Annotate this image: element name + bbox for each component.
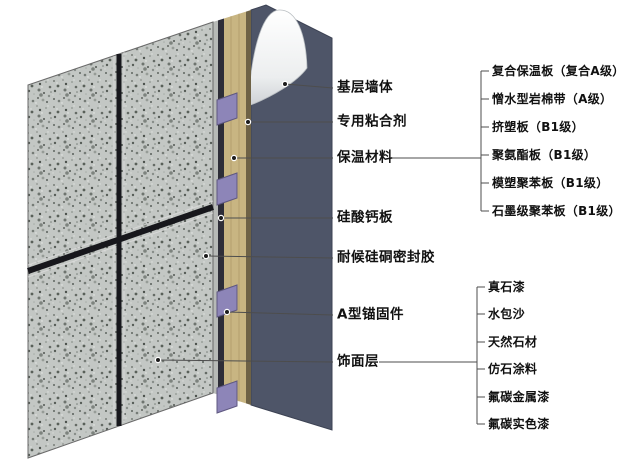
callout-dot-board <box>217 214 225 222</box>
callout-line-sealant <box>205 255 334 259</box>
callout-dot-anchor <box>223 308 231 316</box>
finish-option-5: 氟碳金属漆 <box>488 390 550 404</box>
insulation-option-2: 憎水型岩棉带（A级） <box>492 92 613 106</box>
finish-option-4: 仿石涂料 <box>488 362 538 376</box>
layer-panel-edge <box>213 20 218 395</box>
insulation-option-5: 模塑聚苯板（B1级） <box>492 176 609 190</box>
callout-dot-sealant <box>202 252 210 260</box>
label-finish-layer: 饰面层 <box>337 353 379 370</box>
anchor-bracket <box>216 380 238 414</box>
finish-option-1: 真石漆 <box>488 280 525 294</box>
grout-horizontal <box>27 204 214 274</box>
insulation-option-4: 聚氨酯板（B1级） <box>492 148 597 162</box>
layer-adhesive <box>246 10 251 405</box>
insulation-option-6: 石墨级聚苯板（B1级） <box>492 204 621 218</box>
callout-line-anchor <box>226 311 334 316</box>
label-sealant: 耐候硅硐密封胶 <box>337 249 435 266</box>
finish-option-3: 天然石材 <box>488 335 538 349</box>
layer-insulation <box>224 11 246 404</box>
insulation-option-3: 挤塑板（B1级） <box>492 120 584 134</box>
callout-line-finish <box>157 359 334 363</box>
label-anchor: A型锚固件 <box>337 306 404 323</box>
callout-dot-adhesive <box>244 118 252 126</box>
callout-dot-base-wall <box>281 80 289 88</box>
anchor-bracket <box>216 284 238 318</box>
callout-dot-insulation <box>230 154 238 162</box>
label-adhesive: 专用粘合剂 <box>337 113 407 130</box>
anchor-bracket <box>216 172 238 206</box>
callout-line-base-wall <box>284 83 334 89</box>
label-insulation: 保温材料 <box>337 149 393 166</box>
layer-board-dark <box>218 18 224 397</box>
callout-dot-finish <box>154 356 162 364</box>
anchor-bracket <box>216 92 238 126</box>
label-calcium-silicate-board: 硅酸钙板 <box>337 209 393 226</box>
label-base-wall: 基层墙体 <box>337 79 393 96</box>
insulation-option-1: 复合保温板（复合A级） <box>492 64 625 78</box>
finish-option-6: 氟碳实色漆 <box>488 417 550 431</box>
finish-option-2: 水包沙 <box>488 307 525 321</box>
base-wall-cut-face <box>247 9 308 107</box>
